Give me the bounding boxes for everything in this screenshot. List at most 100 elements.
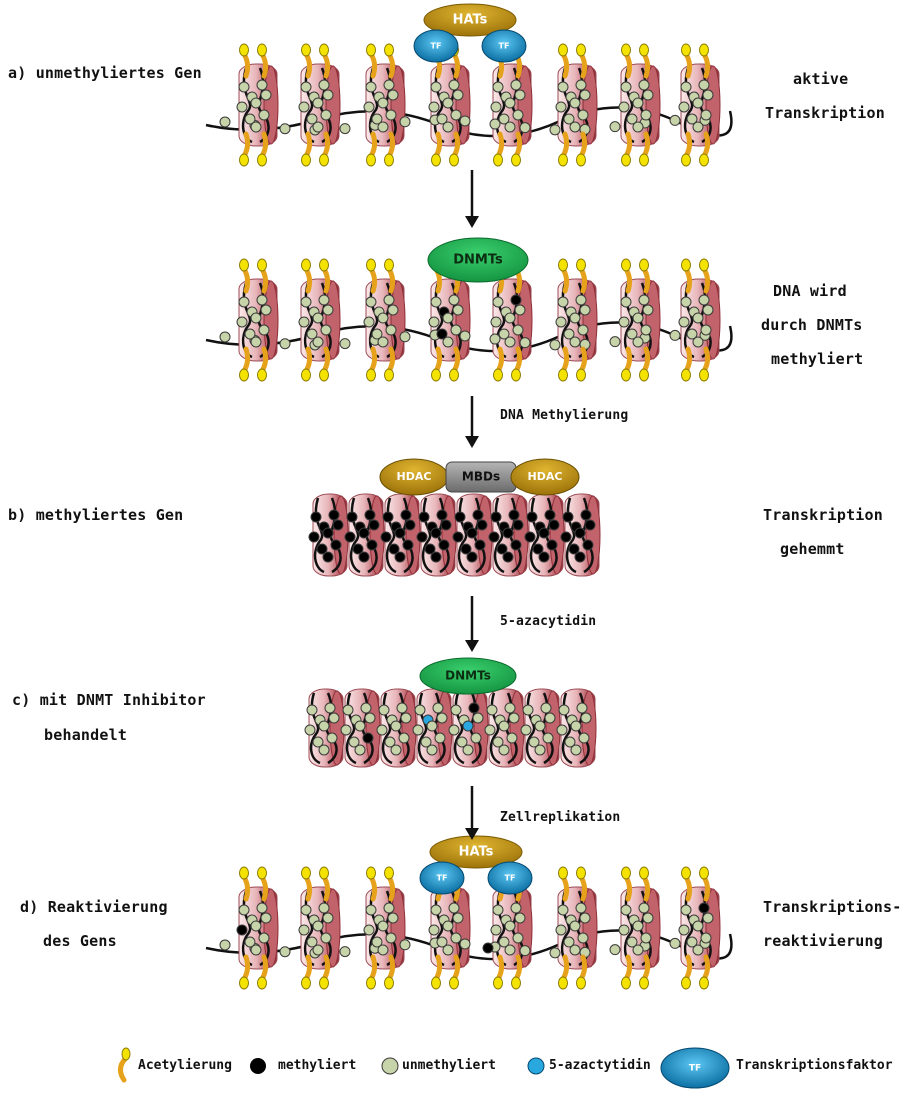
unmethylated-cpg — [520, 123, 530, 133]
methylated-cpg — [405, 520, 415, 530]
methylated-cpg — [309, 532, 319, 542]
methylated-cpg — [395, 528, 405, 538]
methylated-cpg — [367, 540, 377, 550]
unmethylated-cpg — [340, 339, 350, 349]
unmethylated-cpg — [261, 913, 271, 923]
unmethylated-cpg — [429, 317, 439, 327]
unmethylated-cpg — [621, 297, 631, 307]
methylated-cpg — [483, 943, 493, 953]
unmethylated-cpg — [366, 297, 376, 307]
methylated-cpg — [491, 512, 501, 522]
unmethylated-cpg — [633, 337, 643, 347]
methylated-cpg — [323, 552, 333, 562]
methylated-cpg — [525, 532, 535, 542]
unmethylated-cpg — [511, 80, 521, 90]
unmethylated-cpg — [520, 946, 530, 956]
unmethylated-cpg — [499, 745, 509, 755]
unmethylated-cpg — [397, 703, 407, 713]
unmethylated-cpg — [301, 297, 311, 307]
unmethylated-cpg — [343, 705, 353, 715]
unmethylated-cpg — [643, 913, 653, 923]
unmethylated-cpg — [366, 905, 376, 915]
unmethylated-cpg — [570, 313, 580, 323]
unmethylated-cpg — [301, 905, 311, 915]
unmethylated-cpg — [681, 905, 691, 915]
methylated-cpg — [431, 552, 441, 562]
unmethylated-cpg — [220, 332, 230, 342]
unmethylated-cpg — [580, 305, 590, 315]
tf-label: TF — [437, 874, 448, 883]
methylated-cpg — [401, 510, 411, 520]
methylated-cpg — [511, 295, 521, 305]
unmethylated-cpg — [401, 713, 411, 723]
methylated-cpg — [575, 528, 585, 538]
unmethylated-cpg — [515, 90, 525, 100]
unmethylated-cpg — [364, 925, 374, 935]
unmethylated-cpg — [493, 297, 503, 307]
unmethylated-cpg — [323, 305, 333, 315]
unmethylated-cpg — [399, 733, 409, 743]
unmethylated-cpg — [509, 713, 519, 723]
methylated-cpg — [383, 512, 393, 522]
unmethylated-cpg — [610, 122, 620, 132]
methylated-cpg — [563, 512, 573, 522]
legend-tf-label: TF — [689, 1064, 701, 1074]
methylated-cpg — [467, 552, 477, 562]
unmethylated-cpg — [220, 117, 230, 127]
unmethylated-cpg — [443, 313, 453, 323]
unmethylated-cpg — [460, 331, 470, 341]
methylated-cpg — [311, 512, 321, 522]
methylated-cpg — [347, 512, 357, 522]
unmethylated-cpg — [681, 297, 691, 307]
methylated-cpg — [583, 540, 593, 550]
legend-acetylation-icon — [120, 1058, 126, 1080]
unmethylated-cpg — [643, 305, 653, 315]
legend-methyliert: methyliert — [278, 1058, 356, 1073]
unmethylated-cpg — [513, 325, 523, 335]
methylated-cpg — [403, 540, 413, 550]
unmethylated-cpg — [257, 295, 267, 305]
unmethylated-cpg — [313, 921, 323, 931]
unmethylated-cpg — [259, 325, 269, 335]
row-d-right-line2: reaktivierung — [763, 932, 883, 950]
unmethylated-cpg — [319, 721, 329, 731]
unmethylated-cpg — [513, 933, 523, 943]
unmethylated-cpg — [237, 102, 247, 112]
unmethylated-cpg — [545, 713, 555, 723]
unmethylated-cpg — [251, 98, 261, 108]
row-a-right-line1: aktive — [793, 70, 848, 88]
azacytidine-cpg — [463, 721, 473, 731]
unmethylated-cpg — [505, 313, 515, 323]
unmethylated-cpg — [641, 325, 651, 335]
row-d-label-line2: des Gens — [43, 932, 117, 950]
unmethylated-cpg — [251, 945, 261, 955]
unmethylated-cpg — [701, 933, 711, 943]
methylated-cpg — [539, 552, 549, 562]
unmethylated-cpg — [679, 317, 689, 327]
methylated-cpg — [467, 528, 477, 538]
unmethylated-cpg — [329, 713, 339, 723]
row-a-label: a) unmethyliertes Gen — [8, 64, 202, 82]
unmethylated-cpg — [451, 325, 461, 335]
unmethylated-cpg — [578, 110, 588, 120]
unmethylated-cpg — [378, 921, 388, 931]
unmethylated-cpg — [377, 725, 387, 735]
unmethylated-cpg — [699, 295, 709, 305]
unmethylated-cpg — [570, 945, 580, 955]
unmethylated-cpg — [557, 725, 567, 735]
unmethylated-cpg — [520, 338, 530, 348]
unmethylated-cpg — [558, 905, 568, 915]
unmethylated-cpg — [453, 913, 463, 923]
methylated-cpg — [455, 512, 465, 522]
unmethylated-cpg — [633, 945, 643, 955]
unmethylated-cpg — [433, 703, 443, 713]
methylated-cpg — [503, 552, 513, 562]
row-a-right-line2: Transkription — [765, 104, 885, 122]
row-m-right-line1: DNA wird — [773, 282, 847, 300]
row-d-label-line1: d) Reaktivierung — [20, 898, 168, 916]
unmethylated-cpg — [550, 948, 560, 958]
hdac-left-label: HDAC — [397, 470, 432, 483]
unmethylated-cpg — [515, 913, 525, 923]
methylated-cpg — [333, 520, 343, 530]
unmethylated-cpg — [633, 122, 643, 132]
